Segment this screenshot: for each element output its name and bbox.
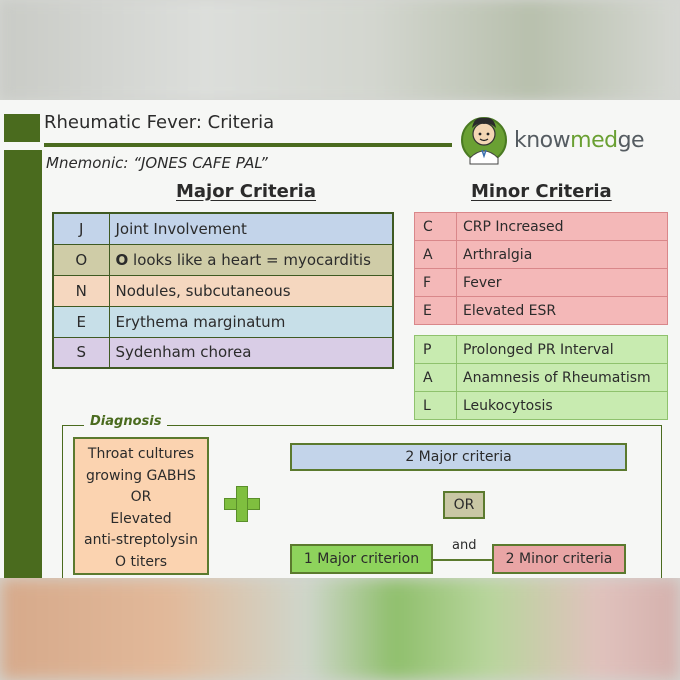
row-text: Prolonged PR Interval [456, 335, 668, 364]
row-text: CRP Increased [456, 212, 668, 241]
row-letter: E [414, 296, 457, 325]
strep-evidence-box: Throat cultures growing GABHS OR Elevate… [73, 437, 209, 575]
row-letter: N [52, 274, 110, 307]
doctor-mascot-icon [461, 117, 507, 165]
and-label: and [452, 538, 477, 553]
row-letter: L [414, 391, 457, 420]
table-row: S Sydenham chorea [52, 336, 394, 369]
row-text: Erythema marginatum [108, 305, 394, 338]
diagnosis-box [62, 425, 662, 578]
row-text: Fever [456, 268, 668, 297]
table-row: O O looks like a heart = myocarditis [52, 243, 394, 276]
table-row: E Erythema marginatum [52, 305, 394, 338]
or-box: OR [443, 491, 485, 519]
row-letter: A [414, 363, 457, 392]
row-text: Sydenham chorea [108, 336, 394, 369]
row-letter: C [414, 212, 457, 241]
strep-line: anti-streptolysin [84, 532, 198, 548]
table-row: J Joint Involvement [52, 212, 394, 245]
diagnosis-label: Diagnosis [84, 414, 168, 429]
one-major-criterion-box: 1 Major criterion [290, 544, 433, 574]
title-accent [4, 114, 40, 142]
row-text: Joint Involvement [108, 212, 394, 245]
row-letter: J [52, 212, 110, 245]
row-letter: A [414, 240, 457, 269]
criteria-slide: Rheumatic Fever: Criteria knowmedge Mnem… [0, 100, 680, 578]
mnemonic-text: Mnemonic: “JONES CAFE PAL” [46, 154, 268, 172]
table-row: N Nodules, subcutaneous [52, 274, 394, 307]
row-letter: F [414, 268, 457, 297]
row-letter: S [52, 336, 110, 369]
strep-line: OR [130, 489, 152, 505]
row-letter: E [52, 305, 110, 338]
blurred-background-top [0, 0, 680, 100]
side-accent-bar [4, 150, 42, 578]
strep-line: growing GABHS [86, 467, 196, 484]
row-text: Elevated ESR [456, 296, 668, 325]
two-major-criteria-box: 2 Major criteria [290, 443, 627, 471]
major-criteria-heading: Major Criteria [176, 181, 317, 202]
row-text: Arthralgia [456, 240, 668, 269]
major-criteria-table: J Joint Involvement O O looks like a hea… [52, 212, 394, 369]
row-text: O looks like a heart = myocarditis [108, 243, 394, 276]
row-letter: O [52, 243, 110, 276]
row-text: Leukocytosis [456, 391, 668, 420]
strep-line: O titers [114, 553, 167, 570]
row-text: Anamnesis of Rheumatism [456, 363, 668, 392]
title-underline [44, 143, 452, 147]
connector-line [433, 559, 492, 561]
two-minor-criteria-box: 2 Minor criteria [492, 544, 626, 574]
strep-line: Elevated [110, 510, 172, 527]
row-text: Nodules, subcutaneous [108, 274, 394, 307]
row-letter: P [414, 335, 457, 364]
strep-line: Throat cultures [87, 446, 195, 462]
minor-criteria-heading: Minor Criteria [471, 181, 612, 202]
page-title: Rheumatic Fever: Criteria [44, 112, 275, 133]
knowmedge-logo: knowmedge [514, 128, 645, 153]
blurred-background-bottom [0, 578, 680, 680]
plus-icon [224, 486, 260, 522]
